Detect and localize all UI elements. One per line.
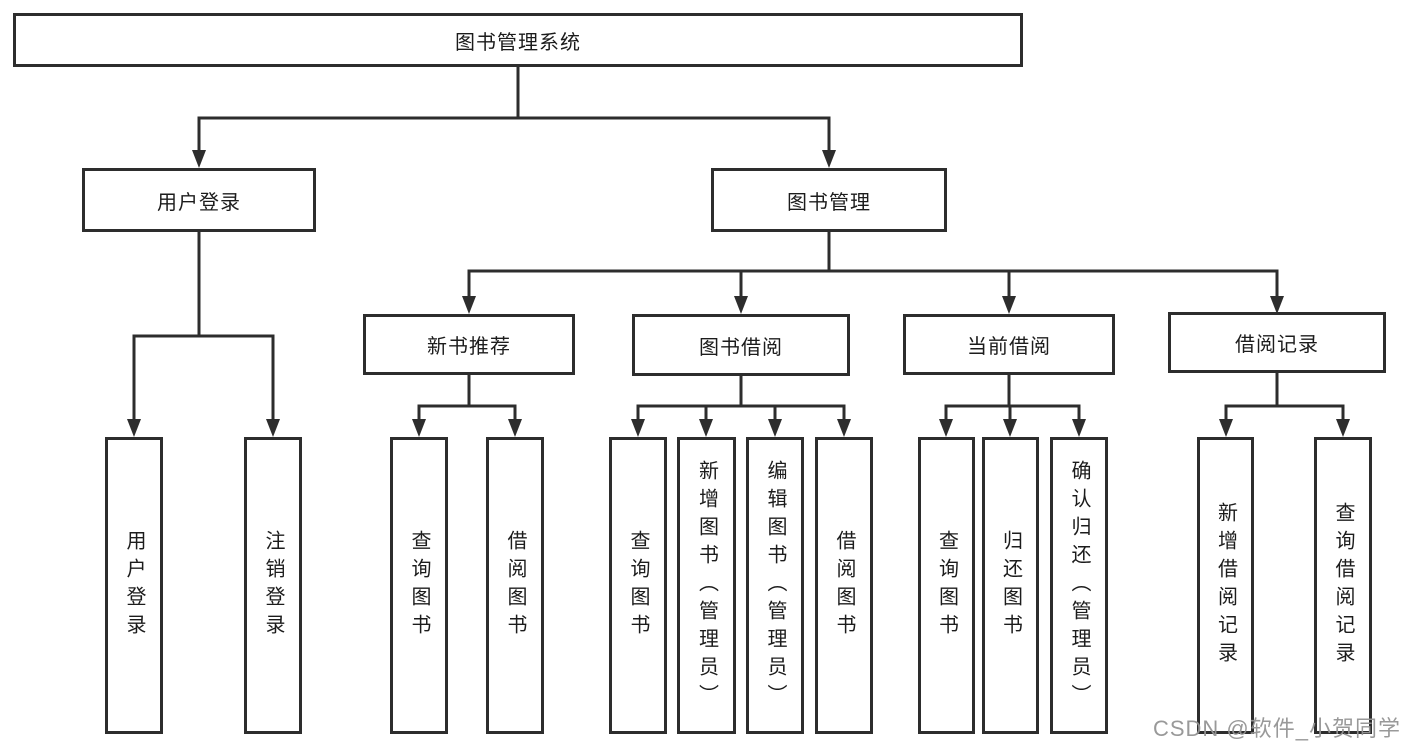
node-label: 查询图书 — [408, 529, 430, 642]
node-label: 新增借阅记录 — [1214, 501, 1237, 670]
node-label: 借阅记录 — [1235, 334, 1319, 356]
node-label: 编辑图书（管理员） — [764, 459, 786, 712]
node-label: 查询图书 — [935, 529, 958, 642]
node-label: 图书管理系统 — [455, 31, 581, 54]
node-records-add: 新增借阅记录 — [1197, 437, 1254, 734]
node-label: 注销登录 — [262, 529, 284, 642]
node-label: 用户登录 — [157, 191, 241, 214]
node-borrow-lend: 借阅图书 — [815, 437, 873, 734]
node-label: 借阅图书 — [833, 529, 855, 642]
node-records: 借阅记录 — [1168, 312, 1386, 373]
node-label: 借阅图书 — [504, 529, 526, 642]
node-current-return: 归还图书 — [982, 437, 1039, 734]
node-label: 查询借阅记录 — [1332, 501, 1354, 670]
node-label: 确认归还（管理员） — [1068, 459, 1090, 712]
node-label: 新增图书（管理员） — [695, 459, 718, 712]
node-label: 归还图书 — [999, 529, 1022, 642]
csdn-watermark: CSDN @软件_小贺同学 — [1152, 716, 1401, 741]
node-borrow-add: 新增图书（管理员） — [677, 437, 736, 734]
node-borrow-edit: 编辑图书（管理员） — [746, 437, 804, 734]
node-label: 用户登录 — [123, 529, 145, 642]
node-borrow-query: 查询图书 — [609, 437, 667, 734]
node-label: 图书借阅 — [699, 336, 783, 359]
node-rec: 新书推荐 — [363, 314, 575, 375]
node-records-query: 查询借阅记录 — [1314, 437, 1372, 734]
node-current-confirm: 确认归还（管理员） — [1050, 437, 1108, 734]
node-label: 新书推荐 — [427, 336, 511, 358]
node-label: 当前借阅 — [967, 336, 1051, 358]
node-login-user: 用户登录 — [105, 437, 163, 734]
node-current: 当前借阅 — [903, 314, 1115, 375]
node-current-query: 查询图书 — [918, 437, 975, 734]
node-mgmt: 图书管理 — [711, 168, 947, 232]
node-root: 图书管理系统 — [13, 13, 1023, 67]
node-rec-query: 查询图书 — [390, 437, 448, 734]
node-rec-borrow: 借阅图书 — [486, 437, 544, 734]
node-borrow: 图书借阅 — [632, 314, 850, 376]
node-login-logout: 注销登录 — [244, 437, 302, 734]
node-label: 查询图书 — [627, 529, 649, 642]
node-label: 图书管理 — [787, 191, 871, 214]
node-login: 用户登录 — [82, 168, 316, 232]
